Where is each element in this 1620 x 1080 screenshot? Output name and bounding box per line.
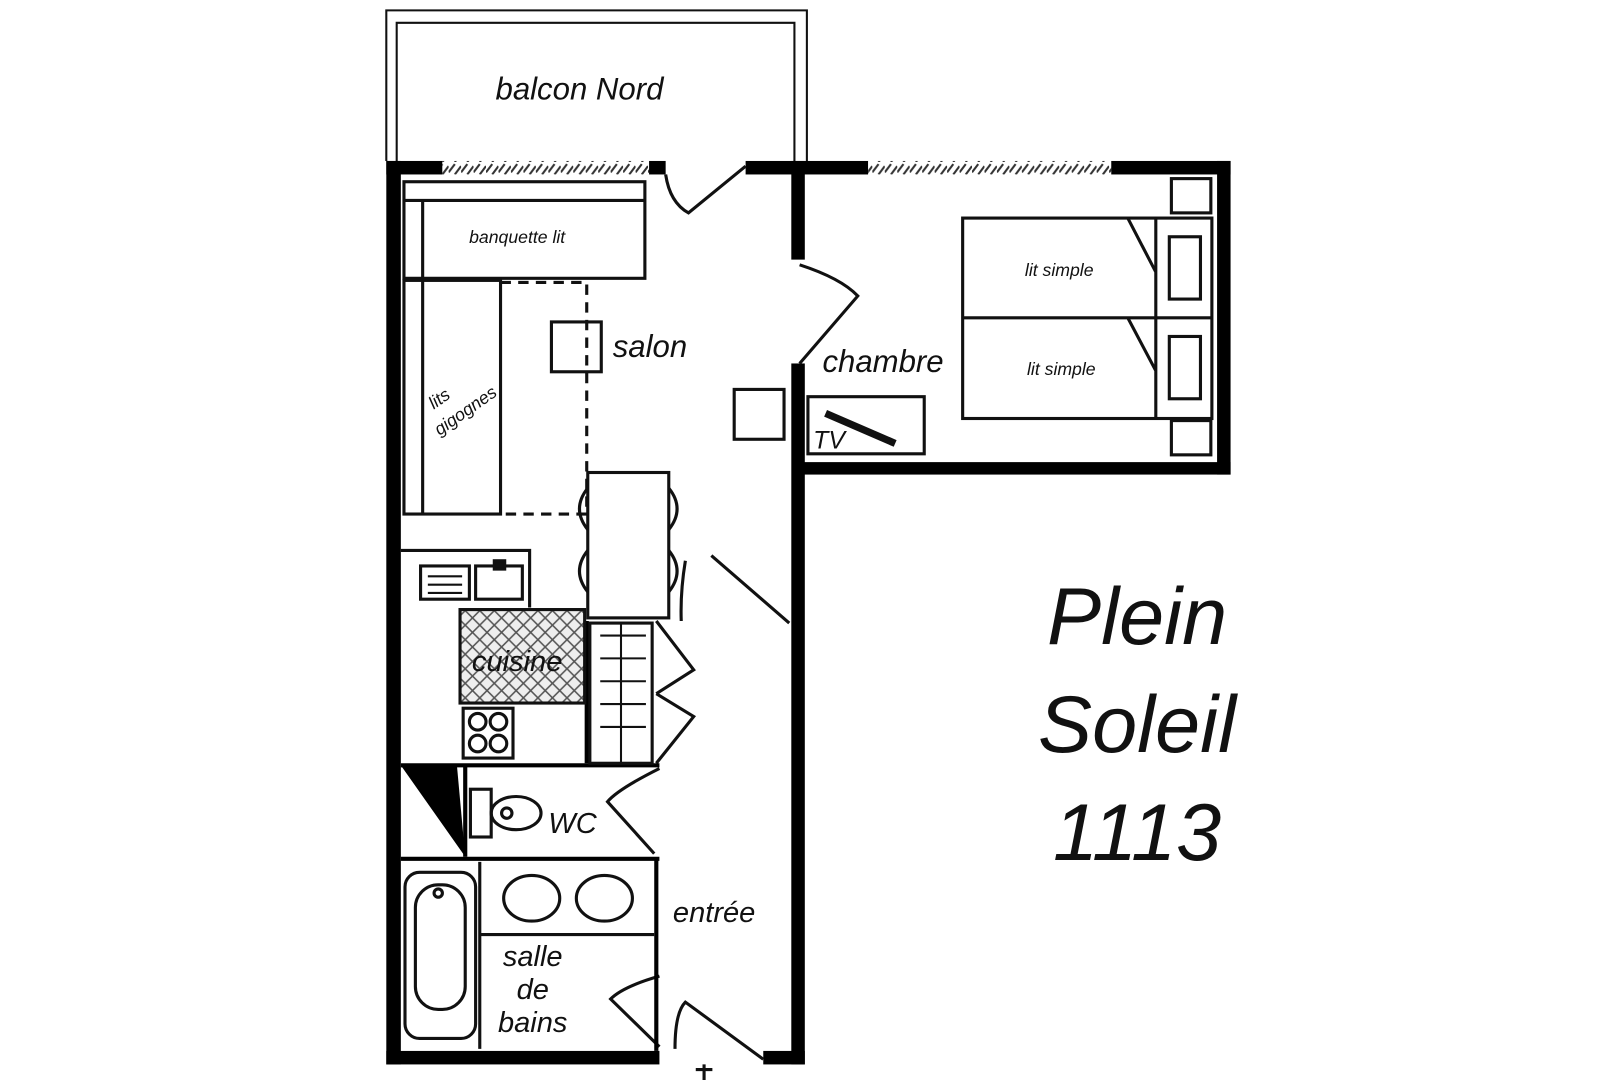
duct — [400, 765, 466, 857]
title-line-2: Soleil — [1038, 680, 1238, 770]
kitchen-furniture — [400, 548, 654, 765]
label-balcony: balcon Nord — [496, 72, 666, 107]
bedroom-furniture — [806, 177, 1214, 457]
bathroom-furniture — [403, 861, 655, 1049]
title-line-1: Plein — [1047, 572, 1227, 662]
window-bedroom — [868, 160, 1112, 175]
label-sofa-bed: banquette lit — [469, 227, 566, 247]
label-bathroom-3: bains — [498, 1007, 567, 1039]
walls — [386, 160, 1231, 1065]
title-line-3: 1113 — [1053, 788, 1221, 878]
label-single-bed-1: lit simple — [1025, 260, 1094, 280]
label-kitchen: cuisine — [472, 646, 562, 678]
label-bathroom-1: salle — [503, 941, 563, 973]
balcony — [385, 9, 808, 161]
label-bedroom: chambre — [822, 344, 943, 379]
living-furniture — [402, 180, 786, 620]
label-tv: TV — [813, 427, 847, 455]
label-bathroom-2: de — [517, 974, 549, 1006]
label-wc: WC — [548, 808, 597, 840]
label-entrance: entrée — [673, 897, 755, 929]
window-living — [442, 160, 650, 175]
doors — [605, 164, 860, 1080]
toilet — [468, 787, 543, 839]
label-single-bed-2: lit simple — [1027, 359, 1096, 379]
label-living: salon — [613, 329, 687, 364]
